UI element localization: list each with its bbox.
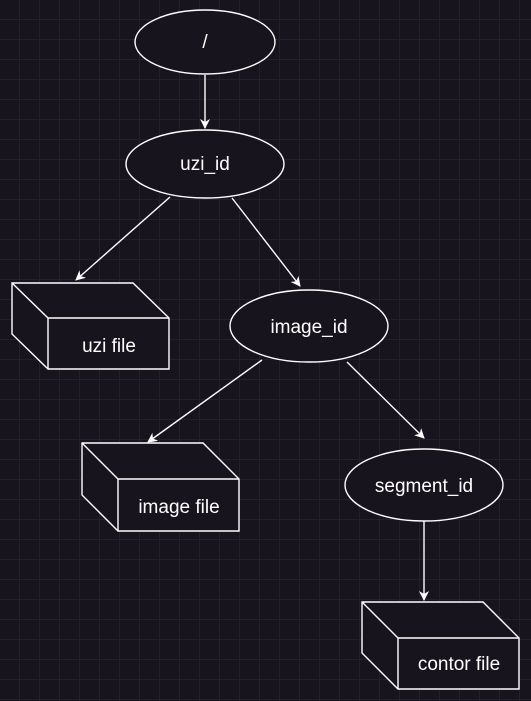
node-root[interactable]: / bbox=[134, 9, 276, 75]
node-root-label: / bbox=[202, 32, 208, 53]
node-uzi-file[interactable]: uzi file bbox=[11, 282, 170, 370]
node-contor-file-label: contor file bbox=[418, 654, 500, 675]
node-segment-id-label: segment_id bbox=[375, 476, 473, 497]
node-uzi-file-label: uzi file bbox=[82, 336, 136, 357]
edge-image-id-segment-id bbox=[346, 361, 425, 439]
node-contor-file[interactable]: contor file bbox=[361, 601, 520, 690]
node-uzi-id-label: uzi_id bbox=[180, 154, 230, 175]
node-image-file-label: image file bbox=[138, 497, 219, 518]
edge-uzi-id-uzi-file bbox=[75, 196, 171, 281]
node-uzi-id[interactable]: uzi_id bbox=[125, 129, 285, 199]
node-image-id-label: image_id bbox=[270, 317, 347, 338]
edge-image-id-image-file bbox=[147, 359, 263, 443]
node-segment-id[interactable]: segment_id bbox=[344, 448, 504, 522]
node-image-file[interactable]: image file bbox=[81, 442, 240, 532]
edge-uzi-id-image-id bbox=[231, 197, 301, 287]
node-image-id[interactable]: image_id bbox=[229, 289, 389, 363]
